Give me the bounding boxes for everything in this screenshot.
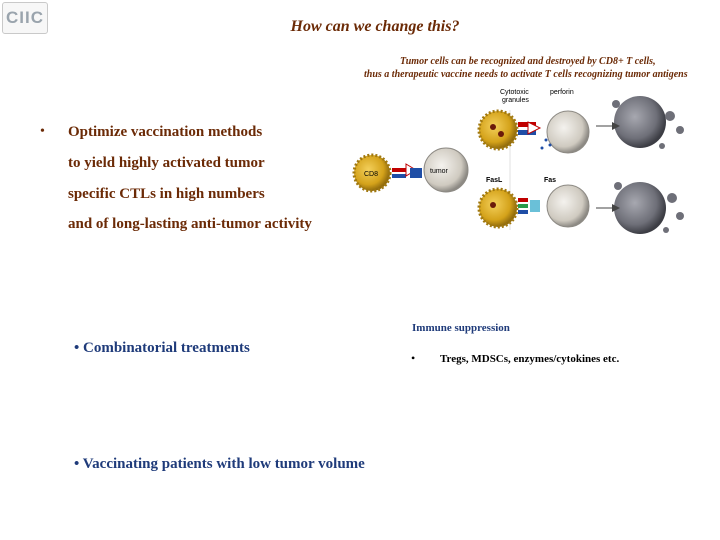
cytotoxic-label: Cytotoxic: [500, 89, 529, 96]
tumor-label: tumor: [430, 168, 449, 175]
immune-bullet-marker: •: [411, 351, 416, 365]
main-bullet-line-1: Optimize vaccination methods: [68, 124, 263, 140]
perforin-label: perforin: [550, 89, 574, 96]
fas-pathway: FasL Fas: [477, 177, 684, 234]
figure-caption-line-2: thus a therapeutic vaccine needs to acti…: [364, 69, 688, 80]
main-bullet-line-4: and of long-lasting anti-tumor activity: [68, 216, 312, 232]
tcell-left: CD8: [352, 153, 392, 193]
logo-text: CIIC: [6, 8, 44, 27]
tcell-killing-figure: CD8 tumor Cytotoxic granules perforin: [352, 89, 684, 234]
tumor-cell-center: tumor: [423, 147, 469, 193]
sub-bullet-low-tumor-volume: • Vaccinating patients with low tumor vo…: [74, 456, 365, 472]
fas-label: Fas: [544, 177, 556, 184]
cd8-label: CD8: [364, 171, 378, 178]
sub-bullet-combinatorial: • Combinatorial treatments: [74, 340, 250, 356]
granules-label: granules: [502, 97, 529, 104]
fasl-label: FasL: [486, 177, 503, 184]
tcr-arrows: [392, 163, 422, 178]
main-bullet-marker: •: [40, 124, 45, 139]
slide-title: How can we change this?: [290, 18, 460, 35]
immune-suppression-heading: Immune suppression: [412, 322, 510, 334]
perforin-pathway: Cytotoxic granules perforin: [477, 89, 684, 230]
ciic-logo: CIIC: [2, 2, 48, 34]
main-bullet-line-2: to yield highly activated tumor: [68, 155, 265, 171]
figure-caption-line-1: Tumor cells can be recognized and destro…: [400, 56, 656, 67]
main-bullet-line-3: specific CTLs in high numbers: [68, 186, 265, 202]
immune-suppression-item: Tregs, MDSCs, enzymes/cytokines etc.: [440, 353, 620, 365]
